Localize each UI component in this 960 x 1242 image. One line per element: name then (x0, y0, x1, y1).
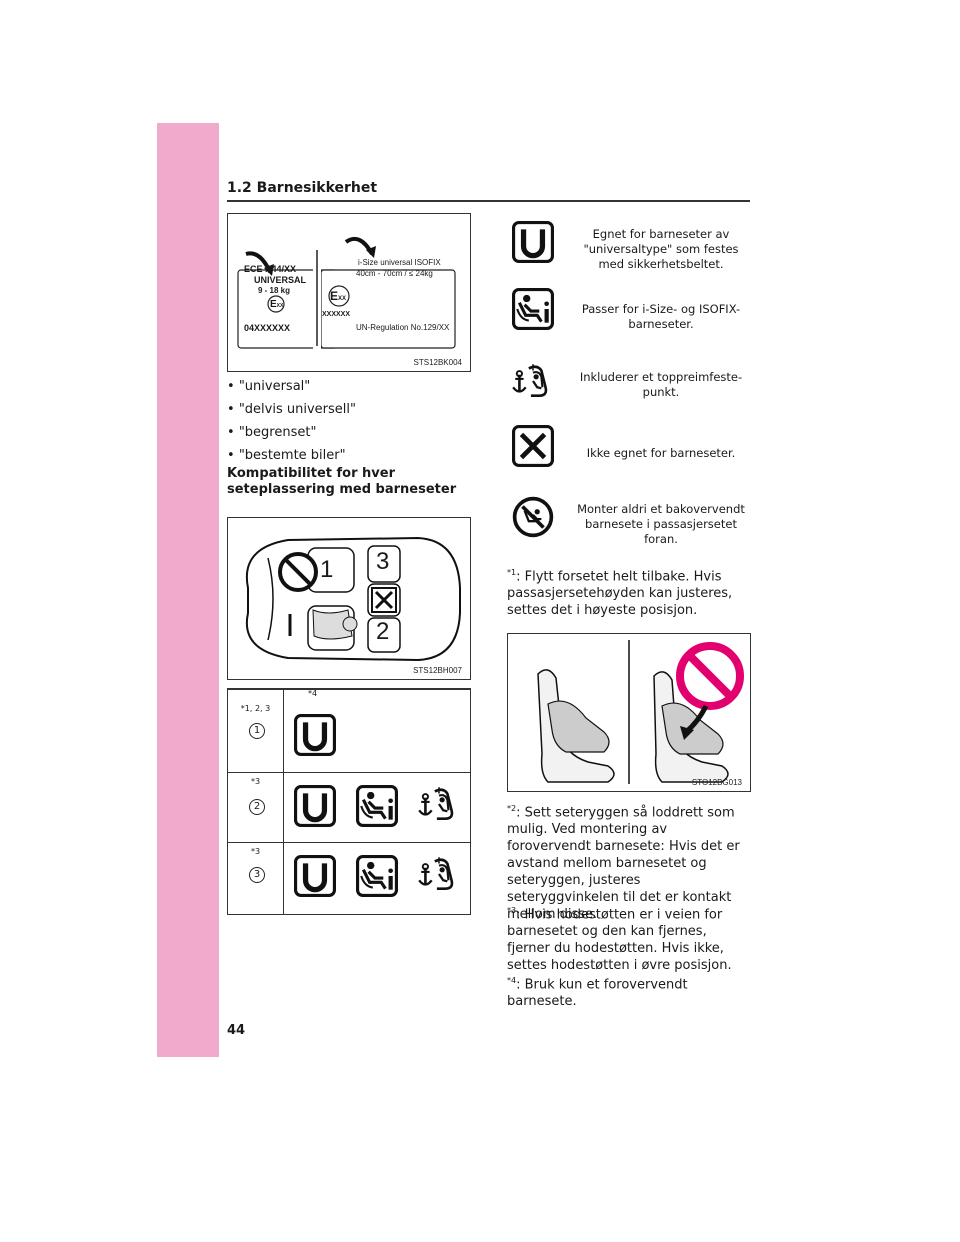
label-right-line2: 40cm - 70cm / ≤ 24kg (356, 269, 433, 278)
not-suitable-icon (512, 425, 554, 467)
footnote-marker: *2 (507, 804, 517, 813)
approval-label-illustration (237, 237, 456, 374)
footnote-text: : Hvis hodestøtten er i veien for barnes… (507, 907, 732, 974)
row-note: *3 (250, 847, 261, 856)
seat-number-badge: 2 (249, 799, 265, 815)
page-number: 44 (227, 1023, 246, 1038)
table-header-note: *4 (308, 689, 318, 698)
footnote-2: *2: Sett seteryggen så loddrett som muli… (507, 800, 752, 923)
figure-code: STS12BH007 (413, 666, 462, 675)
universal-icon (512, 221, 554, 263)
label-right-line1: i-Size universal ISOFIX (358, 258, 441, 267)
universal-icon (294, 785, 336, 827)
table-divider (283, 689, 284, 914)
legend-item: Monter aldri et bakovervendt barnesete i… (507, 496, 750, 546)
list-item: "bestemte biler" (227, 448, 477, 471)
seat-number-3: 3 (376, 548, 390, 575)
seat-illustration (537, 640, 744, 784)
label-left-line2: UNIVERSAL (254, 275, 307, 285)
figure-code: STO12BG013 (691, 778, 742, 787)
legend-item: Ikke egnet for barneseter. (507, 425, 750, 475)
legend-text: Monter aldri et bakovervendt barnesete i… (577, 502, 745, 546)
label-left-number: 04XXXXXX (244, 323, 291, 333)
legend-item: Egnet for barneseter av "universaltype" … (507, 221, 750, 276)
table-row: *1, 2, 3 1 (228, 689, 470, 765)
compat-table: *4 *1, 2, 3 1 *3 2 *3 3 (227, 688, 471, 915)
legend-text: Passer for i-Size- og ISOFIX-barneseter. (581, 302, 741, 331)
label-left-line1: ECE R44/XX (244, 264, 297, 274)
compat-heading: Kompatibilitet for hver seteplassering m… (227, 466, 457, 497)
isize-icon (512, 288, 554, 330)
section-rule (227, 200, 750, 202)
label-right-badge: EXX (330, 289, 347, 303)
footnote-4: *4: Bruk kun et forovervendt barnesete. (507, 972, 752, 1010)
footnote-3: *3: Hvis hodestøtten er i veien for barn… (507, 902, 752, 974)
legend-item: Inkluderer et toppreimfeste-punkt. (507, 360, 750, 410)
top-tether-icon (510, 360, 556, 402)
car-seat-positions-figure: STS12BH007 1 2 3 (227, 517, 471, 680)
seat-number-badge: 1 (249, 723, 265, 739)
approval-label-figure: ECE R44/XX UNIVERSAL 9 - 18 kg EXX 04XXX… (227, 213, 471, 374)
section-title: 1.2 Barnesikkerhet (227, 180, 378, 196)
label-left-badge: EXX (270, 299, 284, 310)
car-top-view-illustration (245, 536, 461, 662)
page-edge-tab (157, 123, 219, 1057)
label-left-line3: 9 - 18 kg (258, 286, 291, 295)
row-note: *3 (250, 777, 261, 786)
legend-text: Egnet for barneseter av "universaltype" … (583, 227, 739, 271)
figure-code: STS12BK004 (413, 358, 462, 367)
footnote-marker: *4 (507, 976, 517, 985)
seat-adjustment-figure: STO12BG013 (507, 633, 751, 792)
top-tether-icon (416, 783, 462, 825)
universal-icon (294, 714, 336, 756)
list-item: "begrenset" (227, 425, 477, 448)
legend-item: Passer for i-Size- og ISOFIX-barneseter. (507, 288, 750, 338)
isize-icon (356, 855, 398, 897)
top-tether-icon (416, 853, 462, 895)
label-right-regulation: UN-Regulation No.129/XX (356, 323, 450, 332)
row-note: *1, 2, 3 (240, 704, 271, 713)
seat-number-1: 1 (320, 556, 334, 583)
table-row: *3 2 (228, 772, 470, 848)
footnote-text: : Bruk kun et forovervendt barnesete. (507, 977, 688, 1010)
category-list: "universal" "delvis universell" "begrens… (227, 379, 477, 471)
list-item: "delvis universell" (227, 402, 477, 425)
legend-text: Inkluderer et toppreimfeste-punkt. (579, 370, 743, 399)
universal-icon (294, 855, 336, 897)
isize-icon (356, 785, 398, 827)
footnote-1: *1: Flytt forsetet helt tilbake. Hvis pa… (507, 564, 752, 619)
seat-number-badge: 3 (249, 867, 265, 883)
footnote-marker: *1 (507, 568, 517, 577)
table-row: *3 3 (228, 842, 470, 918)
legend-text: Ikke egnet for barneseter. (586, 446, 736, 460)
label-right-number: XXXXXX (322, 311, 351, 318)
footnote-text: : Sett seteryggen så loddrett som mulig.… (507, 805, 740, 923)
no-rear-facing-icon (512, 496, 554, 538)
footnote-marker: *3 (507, 906, 517, 915)
seat-number-2: 2 (376, 618, 390, 645)
list-item: "universal" (227, 379, 477, 402)
footnote-text: : Flytt forsetet helt tilbake. Hvis pass… (507, 569, 733, 619)
